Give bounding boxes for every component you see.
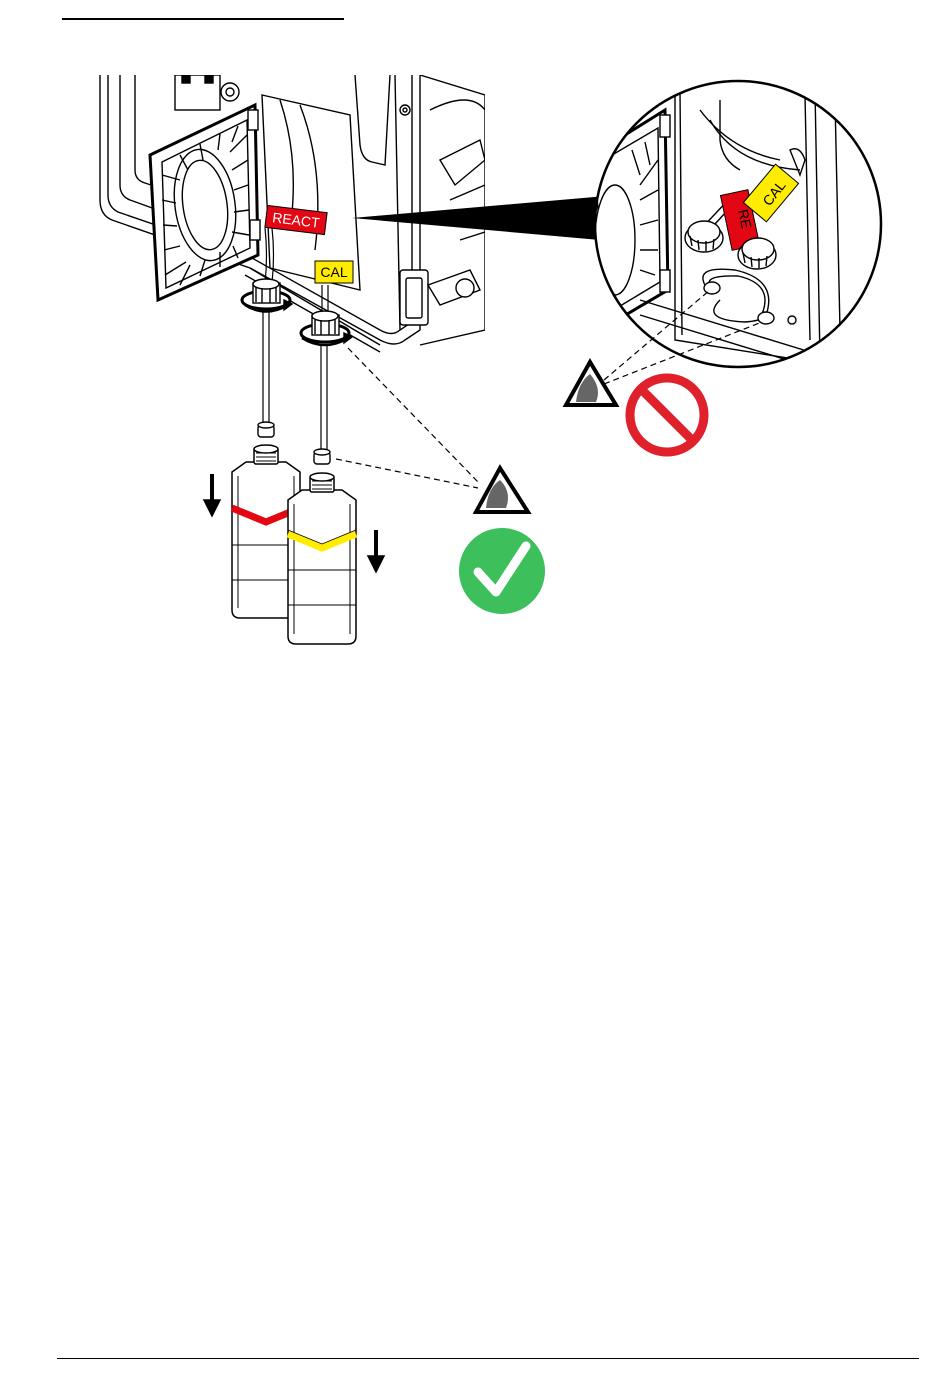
correct-sightlines	[336, 348, 478, 488]
prohibited-icon	[630, 378, 704, 452]
installation-illustration: REACT CAL	[0, 0, 950, 700]
cal-bottle	[288, 473, 384, 644]
footer-rule	[57, 1358, 919, 1359]
grille-door	[150, 105, 260, 300]
cal-tag-label: CAL	[320, 264, 347, 280]
eye-view-icon-incorrect	[566, 362, 616, 405]
react-bottle	[204, 445, 300, 618]
eye-view-icon	[476, 468, 528, 512]
zoom-detail: RE CAL	[585, 81, 881, 370]
checkmark-icon	[459, 528, 545, 614]
cal-fitting	[301, 311, 352, 345]
react-fitting	[242, 279, 292, 312]
